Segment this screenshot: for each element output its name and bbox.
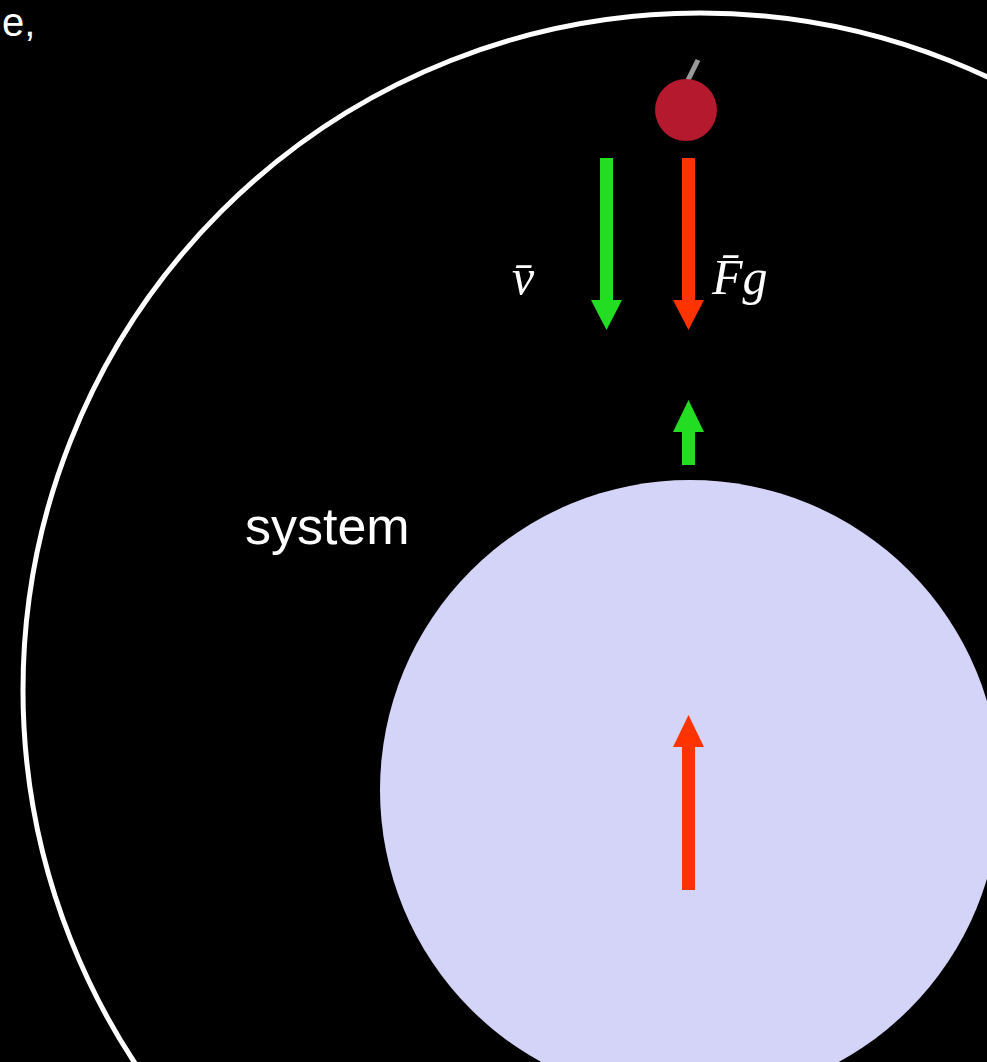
earth <box>380 480 987 1062</box>
velocity-arrow <box>591 158 622 330</box>
apple <box>655 79 717 141</box>
apple-stem <box>688 60 698 80</box>
earth-velocity-arrow <box>673 400 704 465</box>
system-circle <box>23 13 987 1062</box>
gravity-force-arrow <box>673 158 704 330</box>
system-boundary: system <box>20 10 987 1062</box>
system-label: system <box>245 498 410 555</box>
cut-off-text: e, <box>2 0 35 44</box>
force-label: F̄g <box>712 250 768 305</box>
earth-force-arrow <box>673 715 704 890</box>
system-outline <box>20 10 987 1062</box>
velocity-label: v̄ <box>512 250 534 305</box>
